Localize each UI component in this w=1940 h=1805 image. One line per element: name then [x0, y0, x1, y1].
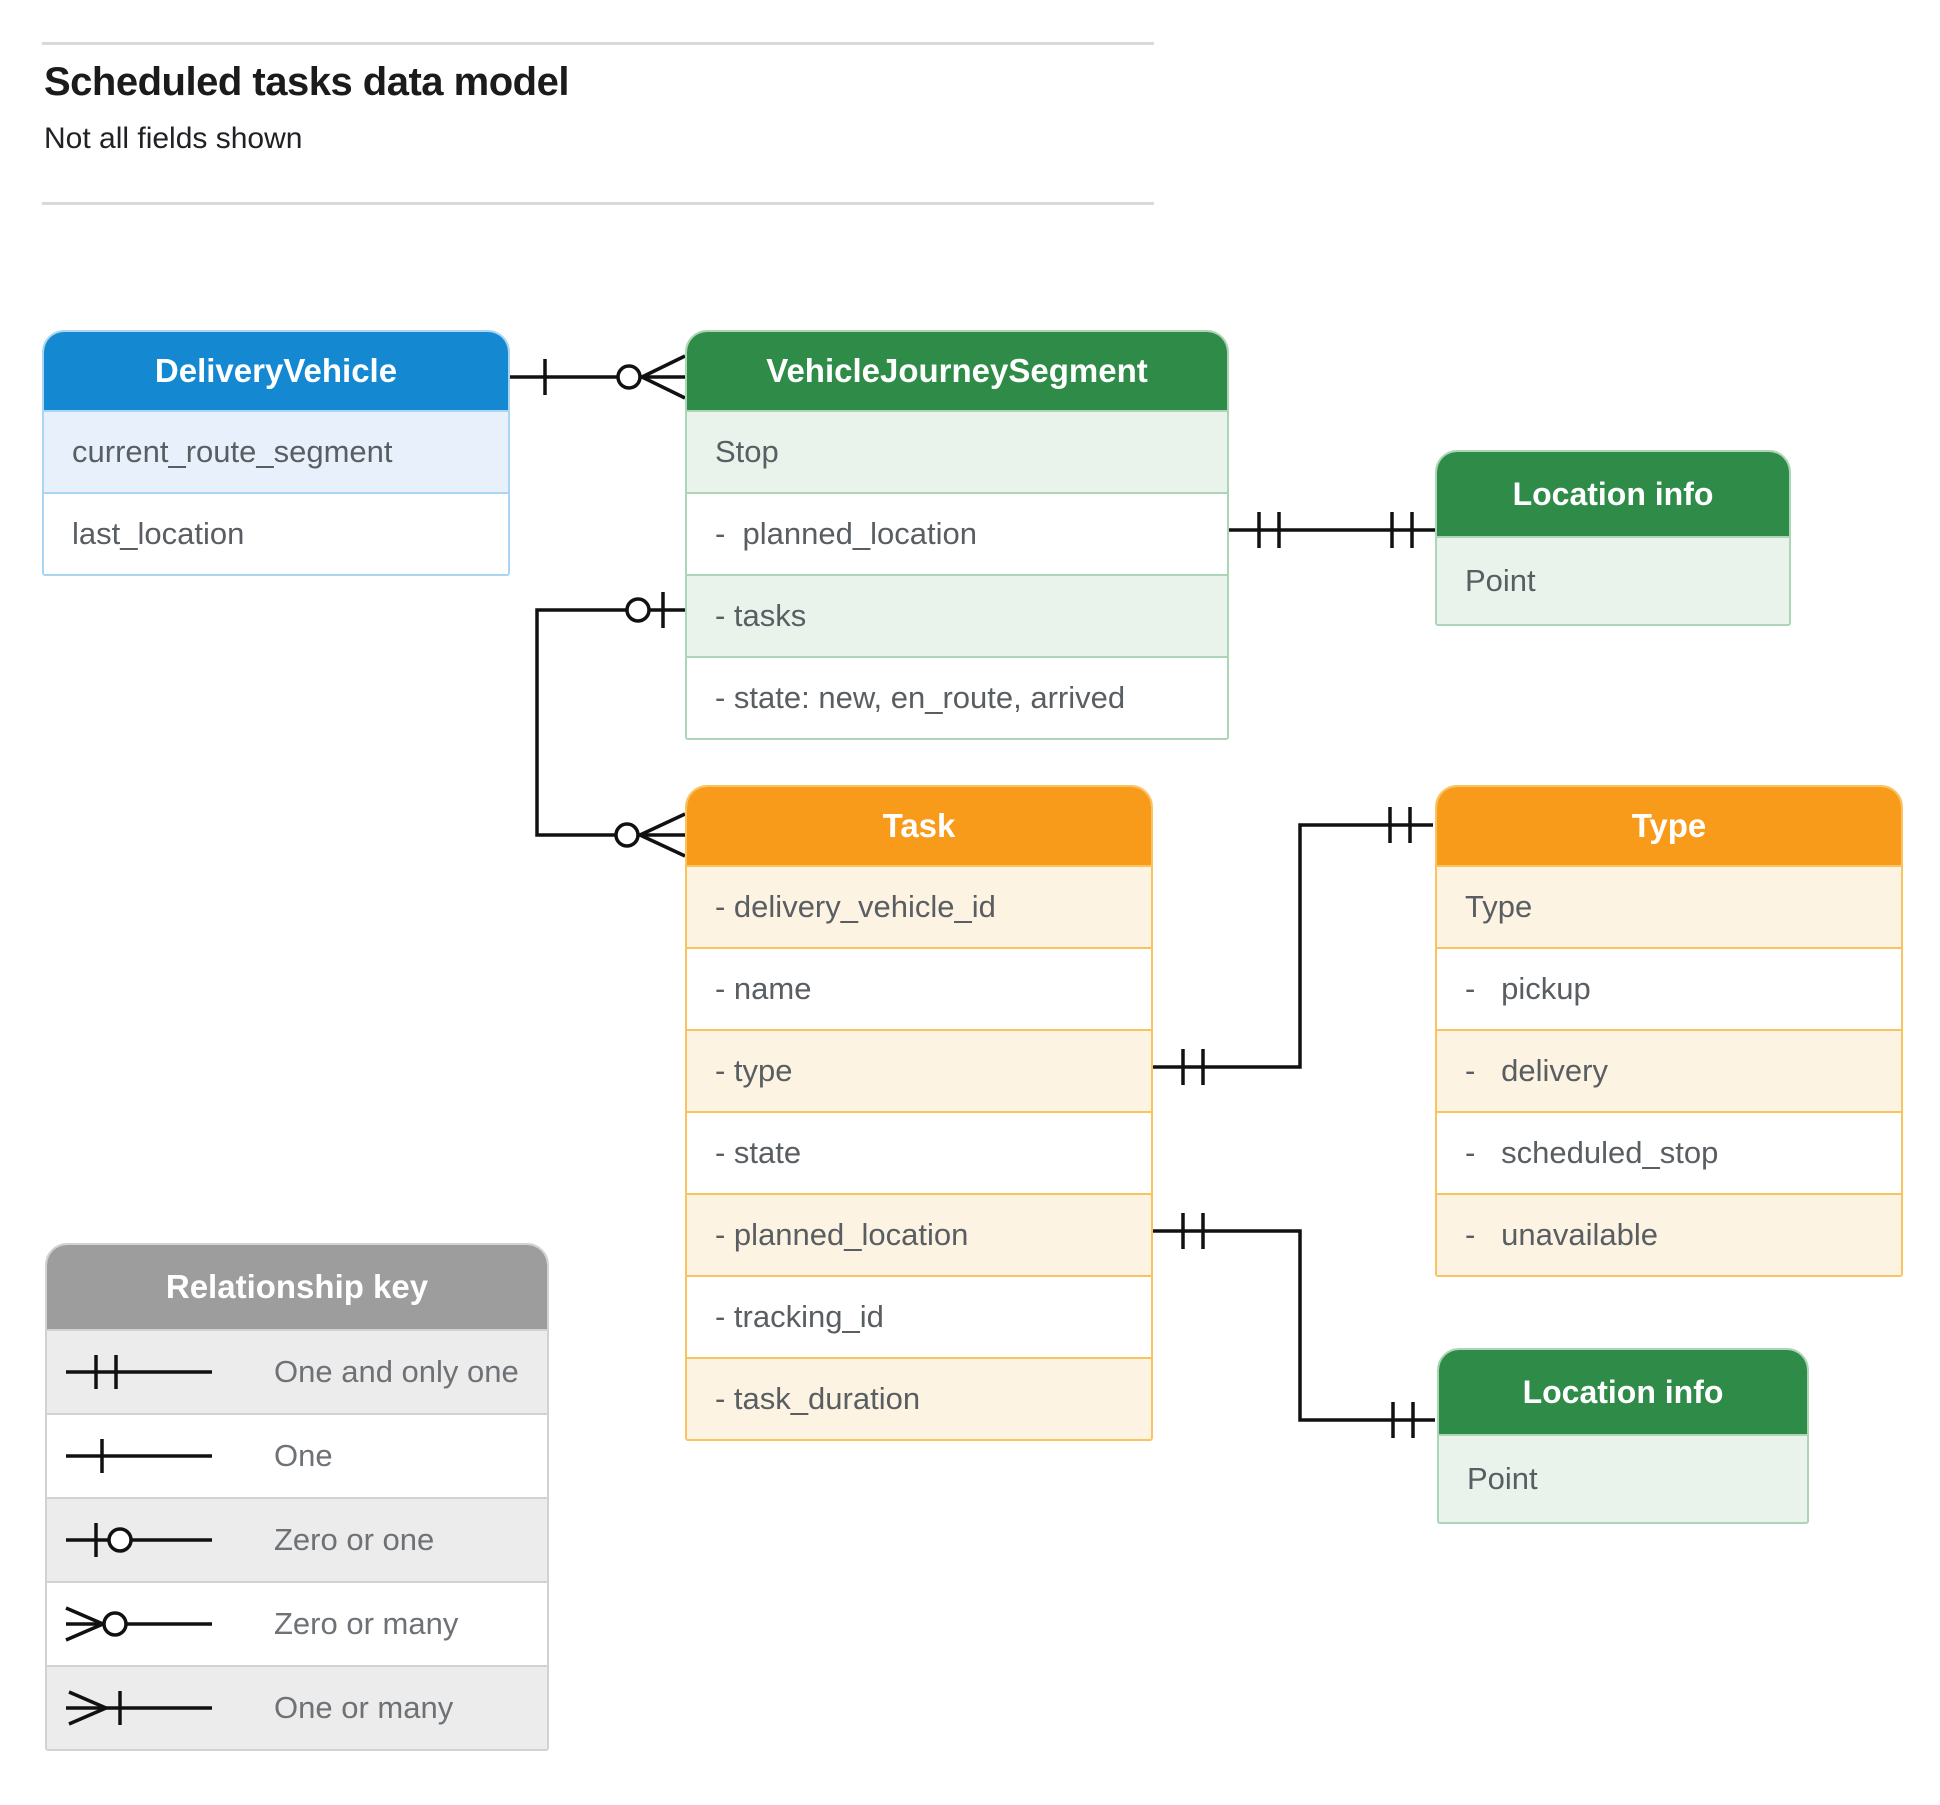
page-title: Scheduled tasks data model: [44, 60, 569, 104]
connector-task-locationinfo-bottom: [1151, 1213, 1435, 1438]
entity-header: Location info: [1437, 452, 1789, 536]
entity-header: Type: [1437, 787, 1901, 865]
legend-row: One or many: [47, 1665, 547, 1749]
entity-field-row: - tasks: [687, 574, 1227, 656]
legend-label: One and only one: [274, 1354, 519, 1389]
entity-location-info-bottom: Location info Point: [1437, 1348, 1809, 1524]
connector-deliveryvehicle-vehiclejourneysegment: [506, 354, 686, 400]
legend-label: One or many: [274, 1690, 454, 1725]
relationship-key: Relationship key One and only one One Ze…: [45, 1243, 549, 1751]
entity-field-row: Stop: [687, 410, 1227, 492]
connector-vjs-tasks-task: [535, 592, 686, 858]
entity-field-row: Point: [1439, 1434, 1807, 1522]
entity-vehicle-journey-segment: VehicleJourneySegment Stop - planned_loc…: [685, 330, 1229, 740]
entity-header: Location info: [1439, 1350, 1807, 1434]
entity-field-row: - scheduled_stop: [1437, 1111, 1901, 1193]
entity-field-row: - tracking_id: [687, 1275, 1151, 1357]
one-or-many-icon: [66, 1690, 212, 1726]
entity-location-info-top: Location info Point: [1435, 450, 1791, 626]
page-subtitle: Not all fields shown: [44, 122, 303, 155]
legend-label: Zero or many: [274, 1606, 459, 1641]
one-icon: [66, 1439, 212, 1473]
divider-line-top: [42, 42, 1154, 45]
entity-task: Task - delivery_vehicle_id - name - type…: [685, 785, 1153, 1441]
connector-task-type: [1151, 807, 1433, 1085]
entity-field-row: Type: [1437, 865, 1901, 947]
entity-field-row: current_route_segment: [44, 410, 508, 492]
entity-header: Task: [687, 787, 1151, 865]
entity-field-row: Point: [1437, 536, 1789, 624]
entity-field-row: - delivery_vehicle_id: [687, 865, 1151, 947]
entity-field-row: - planned_location: [687, 492, 1227, 574]
entity-type: Type Type - pickup - delivery - schedule…: [1435, 785, 1903, 1277]
one-and-only-one-icon: [66, 1355, 212, 1389]
zero-or-one-icon: [66, 1523, 212, 1557]
entity-field-row: - state: [687, 1111, 1151, 1193]
entity-header: VehicleJourneySegment: [687, 332, 1227, 410]
zero-or-many-icon: [65, 1606, 212, 1642]
legend-label: One: [274, 1438, 333, 1473]
entity-field-row: - planned_location: [687, 1193, 1151, 1275]
entity-field-row: - unavailable: [1437, 1193, 1901, 1275]
entity-delivery-vehicle: DeliveryVehicle current_route_segment la…: [42, 330, 510, 576]
connector-vjs-locationinfo-top: [1227, 512, 1435, 548]
legend-row: Zero or many: [47, 1581, 547, 1665]
entity-field-row: - name: [687, 947, 1151, 1029]
entity-field-row: - task_duration: [687, 1357, 1151, 1439]
entity-field-row: - pickup: [1437, 947, 1901, 1029]
legend-row: One: [47, 1413, 547, 1497]
entity-field-row: - state: new, en_route, arrived: [687, 656, 1227, 738]
relationship-key-header: Relationship key: [47, 1245, 547, 1329]
entity-field-row: - type: [687, 1029, 1151, 1111]
entity-field-row: - delivery: [1437, 1029, 1901, 1111]
legend-row: One and only one: [47, 1329, 547, 1413]
entity-header: DeliveryVehicle: [44, 332, 508, 410]
legend-row: Zero or one: [47, 1497, 547, 1581]
legend-label: Zero or one: [274, 1522, 435, 1557]
divider-line-bottom: [42, 202, 1154, 205]
entity-field-row: last_location: [44, 492, 508, 574]
